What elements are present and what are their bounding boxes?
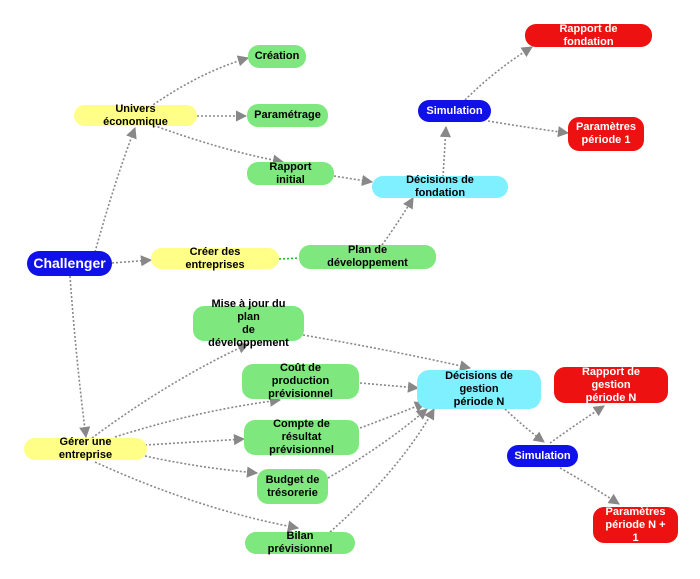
node-compte-resultat: Compte de résultat prévisionnel [244,418,359,456]
node-rapport-fondation: Rapport de fondation [525,23,652,48]
node-decisions-fondation: Décisions de fondation [372,174,508,199]
edge-rapport-decisions [333,174,374,186]
node-rapport-gestion: Rapport de gestion période N [554,366,668,404]
node-gerer-entreprise: Gérer une entreprise [24,436,147,461]
edge-gerer-cout [114,395,282,438]
node-bilan-previsionnel: Bilan prévisionnel [245,530,355,555]
edge-simulation2-param [559,467,620,505]
edge-cout-decisions [359,381,420,393]
node-cout-production: Coût de production prévisionnel [242,362,359,400]
node-challenger: Challenger [27,251,112,276]
edge-decisions-simulation1 [439,125,451,178]
edge-gerer-budget [144,455,259,478]
node-creer-entreprises: Créer des entreprises [151,246,279,271]
node-budget-tresorerie: Budget de trésorerie [257,469,328,504]
edge-creer-plan [278,257,301,260]
edge-maj-decisions [302,334,472,372]
node-simulation-fondation: Simulation [418,100,491,122]
edge-simulation1-rapport [464,46,533,101]
edge-simulation1-param [487,120,570,138]
edge-challenger-creer [111,255,153,267]
edge-budget-decisions [327,408,428,479]
edge-univers-rapport [149,123,285,166]
edge-decisions-simulation2 [504,408,545,443]
edge-challenger-univers [94,126,137,253]
node-univers-economique: Univers économique [74,103,197,128]
edge-gerer-maj [91,343,250,439]
edge-gerer-compte [144,434,246,446]
node-simulation-gestion: Simulation [507,445,578,467]
node-rapport-initial: Rapport initial [247,161,334,186]
node-plan-developpement: Plan de développement [299,244,436,269]
edge-plan-decisions [381,197,414,246]
node-mise-a-jour-plan: Mise à jour du plan de développement [193,298,304,349]
edge-compte-decisions [359,401,427,429]
edge-challenger-gerer [69,275,91,439]
node-parametres-periode-n1: Paramètres période N + 1 [593,506,678,544]
edge-bilan-decisions [329,408,435,533]
node-decisions-gestion: Décisions de gestion période N [417,370,541,409]
node-creation: Création [248,45,306,68]
edge-univers-creation [149,55,250,108]
node-parametres-periode-1: Paramètres période 1 [568,117,644,151]
edge-simulation2-rapport [549,405,605,444]
node-parametrage: Paramétrage [247,104,328,127]
edge-gerer-bilan [94,461,300,532]
